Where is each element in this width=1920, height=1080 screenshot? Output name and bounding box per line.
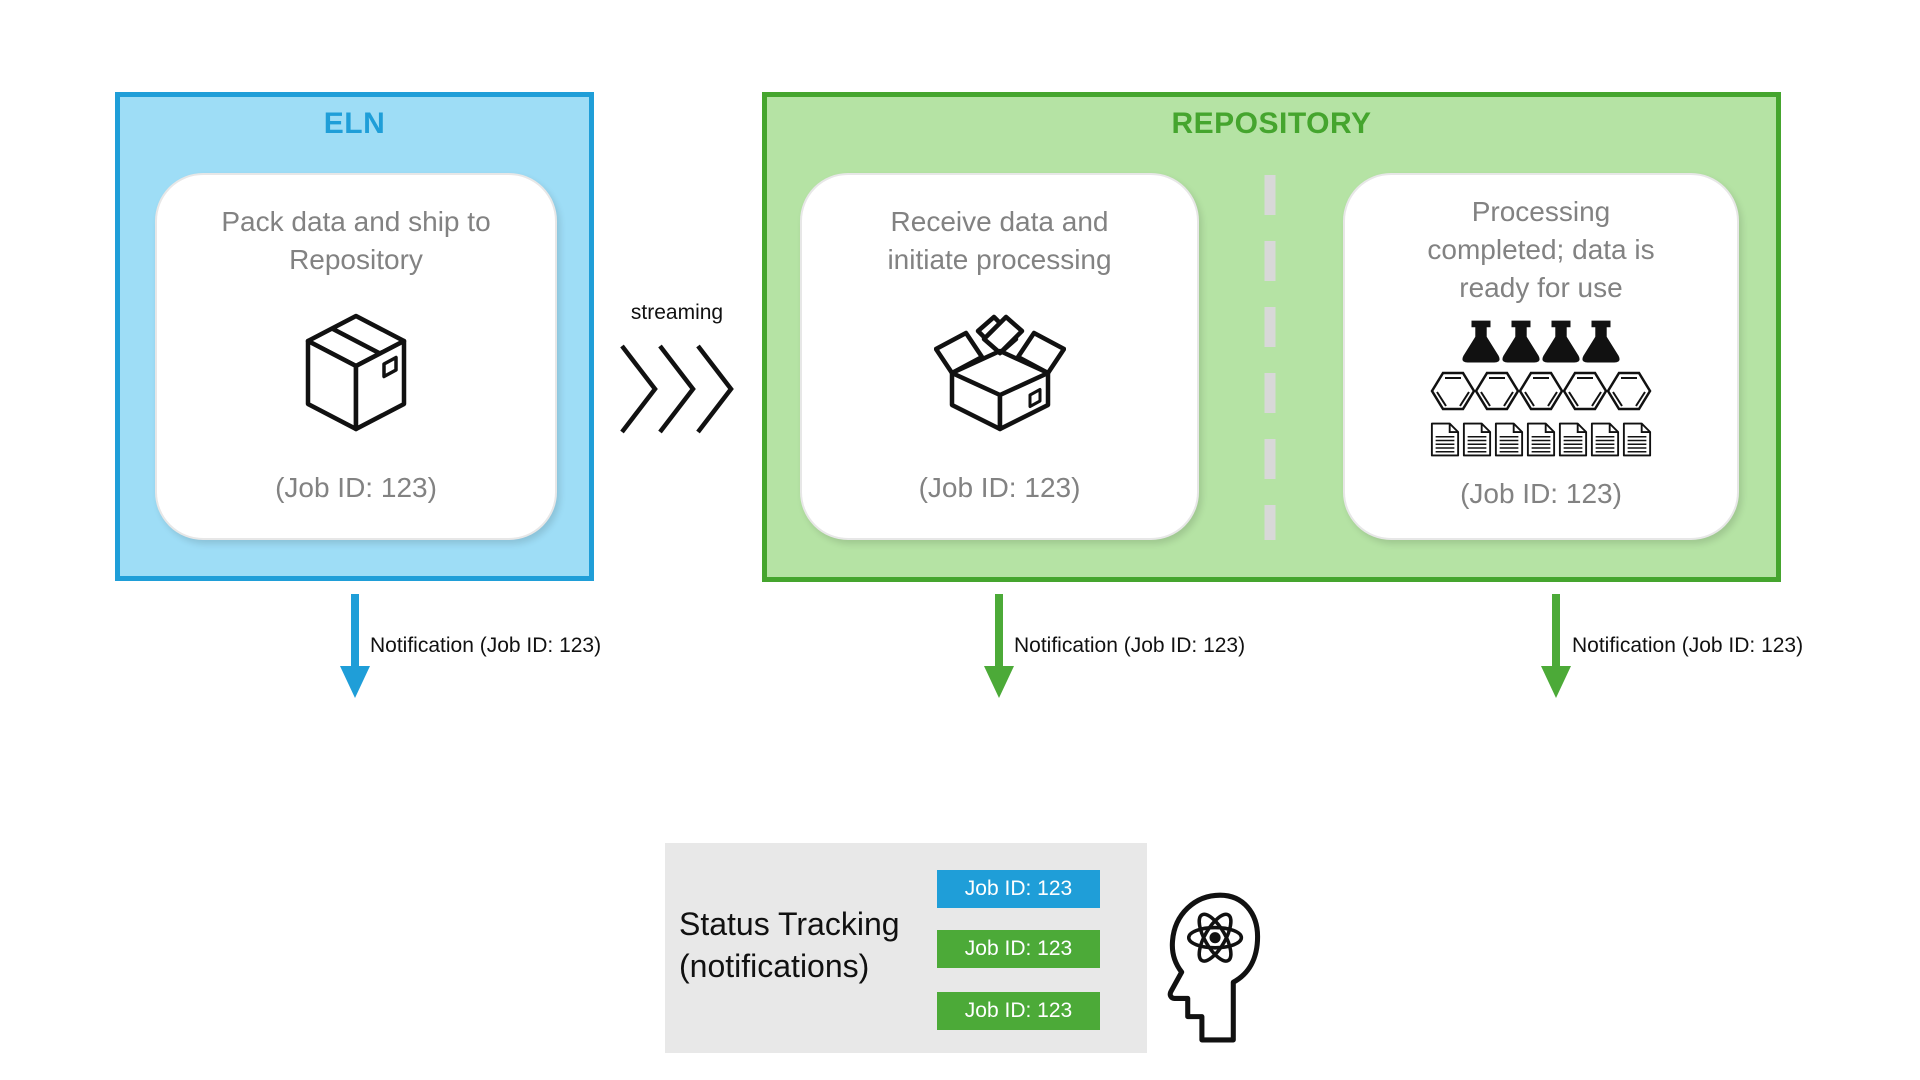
job-id-label: (Job ID: 123) (1460, 478, 1622, 509)
repository-zone-title: REPOSITORY (1171, 107, 1372, 140)
processing-line3: ready for use (1459, 272, 1623, 303)
status-tracking-title: Status Tracking (notifications) (679, 903, 900, 987)
open-box-icon (933, 311, 1066, 440)
flask-icon (1462, 320, 1500, 363)
receive-data-card: Receive data and initiate processing (800, 173, 1199, 540)
flask-icon (1502, 320, 1540, 363)
receive-data-card-text: Receive data and initiate processing (887, 203, 1111, 279)
receive-data-line1: Receive data and (890, 206, 1109, 237)
flask-icon (1542, 320, 1580, 363)
document-icon-row (1429, 421, 1653, 458)
document-icon (1462, 422, 1492, 457)
hexagon-icon (1430, 371, 1476, 411)
head-atom-icon (1158, 882, 1262, 1051)
hexagon-icon (1474, 371, 1520, 411)
notification-arrow-eln (340, 594, 370, 698)
status-tracking-title-line2: (notifications) (679, 948, 870, 984)
pack-data-line2: Repository (289, 244, 423, 275)
dashed-divider (1264, 173, 1276, 540)
job-id-badge-green-2: Job ID: 123 (937, 992, 1100, 1030)
job-id-badge-green-1: Job ID: 123 (937, 930, 1100, 968)
document-icon (1590, 422, 1620, 457)
processing-complete-card-text: Processing completed; data is ready for … (1427, 193, 1654, 307)
document-icon (1494, 422, 1524, 457)
processing-line1: Processing (1471, 196, 1611, 227)
job-id-label: (Job ID: 123) (275, 472, 437, 503)
document-icon (1622, 422, 1652, 457)
processing-line2: completed; data is (1427, 234, 1655, 265)
job-id-badge-blue: Job ID: 123 (937, 870, 1100, 908)
receive-data-line2: initiate processing (887, 244, 1112, 275)
notification-label-eln: Notification (Job ID: 123) (370, 634, 602, 657)
hexagon-icon (1562, 371, 1608, 411)
hexagon-icon (1518, 371, 1564, 411)
pack-data-line1: Pack data and ship to (221, 206, 491, 237)
notification-label-receive: Notification (Job ID: 123) (1014, 634, 1246, 657)
flask-icon-row (1461, 320, 1621, 365)
hexagon-icon-row (1430, 370, 1652, 412)
document-icon (1430, 422, 1460, 457)
closed-box-icon (304, 312, 408, 439)
status-tracking-panel: Status Tracking (notifications) Job ID: … (665, 843, 1147, 1053)
document-icon (1558, 422, 1588, 457)
eln-zone: ELN Pack data and ship to Repository (Jo (115, 92, 594, 581)
eln-zone-title: ELN (323, 107, 386, 140)
streaming-label: streaming (630, 301, 724, 324)
repository-zone: REPOSITORY Receive data and initiate pro… (762, 92, 1781, 582)
hexagon-icon (1606, 371, 1652, 411)
triple-chevron-right-icon (618, 344, 736, 439)
flask-icon (1582, 320, 1620, 363)
document-icon (1526, 422, 1556, 457)
notification-label-processing: Notification (Job ID: 123) (1572, 634, 1804, 657)
notification-arrow-receive (984, 594, 1014, 698)
streaming-group: streaming (610, 301, 744, 440)
pack-data-card: Pack data and ship to Repository (Job ID… (155, 173, 557, 540)
status-tracking-title-line1: Status Tracking (679, 906, 900, 942)
notification-arrow-processing (1541, 594, 1571, 698)
processing-complete-card: Processing completed; data is ready for … (1343, 173, 1739, 540)
pack-data-card-text: Pack data and ship to Repository (221, 203, 490, 279)
job-id-label: (Job ID: 123) (918, 472, 1081, 503)
